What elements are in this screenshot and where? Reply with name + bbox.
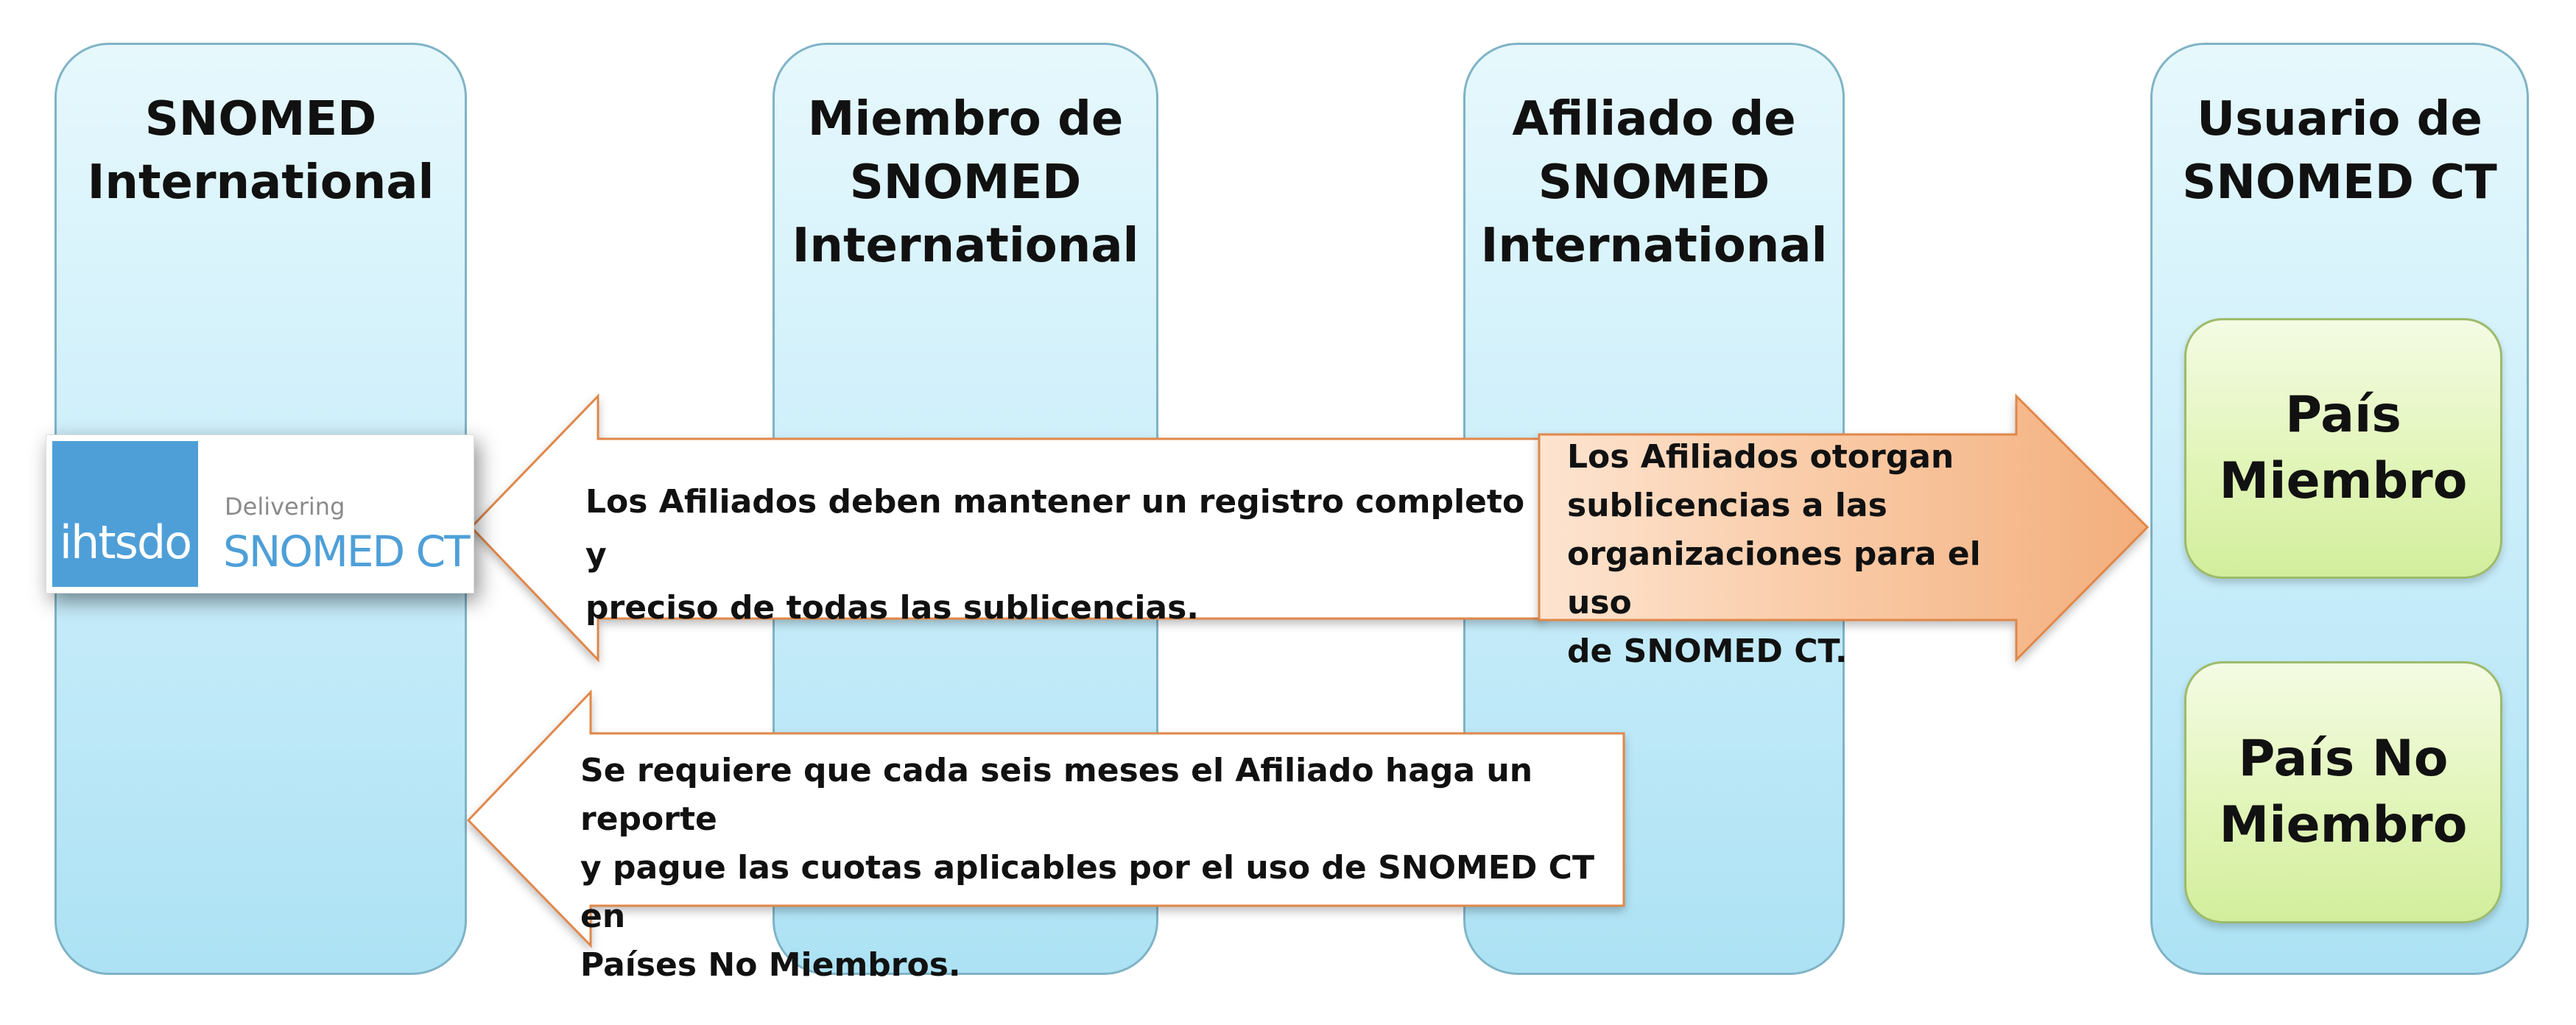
logo-brand: SNOMED CT	[223, 526, 471, 577]
ihtsdo-logo: ihtsdo Delivering SNOMED CT	[46, 434, 474, 593]
lane-title: Afiliado de SNOMED International	[1480, 92, 1828, 273]
record-keeping-text: Los Afiliados deben mantener un registro…	[585, 483, 1525, 627]
lane-title: Usuario de SNOMED CT	[2182, 92, 2497, 210]
lane-title: Miembro de SNOMED International	[792, 92, 1139, 273]
record-keeping-arrow	[469, 393, 1544, 663]
reporting-arrow	[466, 689, 1625, 948]
sublicensing-arrow	[1538, 393, 2150, 663]
lane-title: SNOMED International	[87, 92, 434, 210]
sublicensing-text: Los Afiliados otorgan sublicencias a las…	[1567, 438, 1981, 670]
ihtsdo-mark: ihtsdo	[52, 441, 198, 587]
country-member-box: País Miembro	[2184, 318, 2502, 579]
country-non-member-box: País No Miembro	[2184, 661, 2502, 923]
reporting-text: Se requiere que cada seis meses el Afili…	[580, 752, 1594, 984]
logo-tagline: Delivering	[225, 493, 345, 521]
